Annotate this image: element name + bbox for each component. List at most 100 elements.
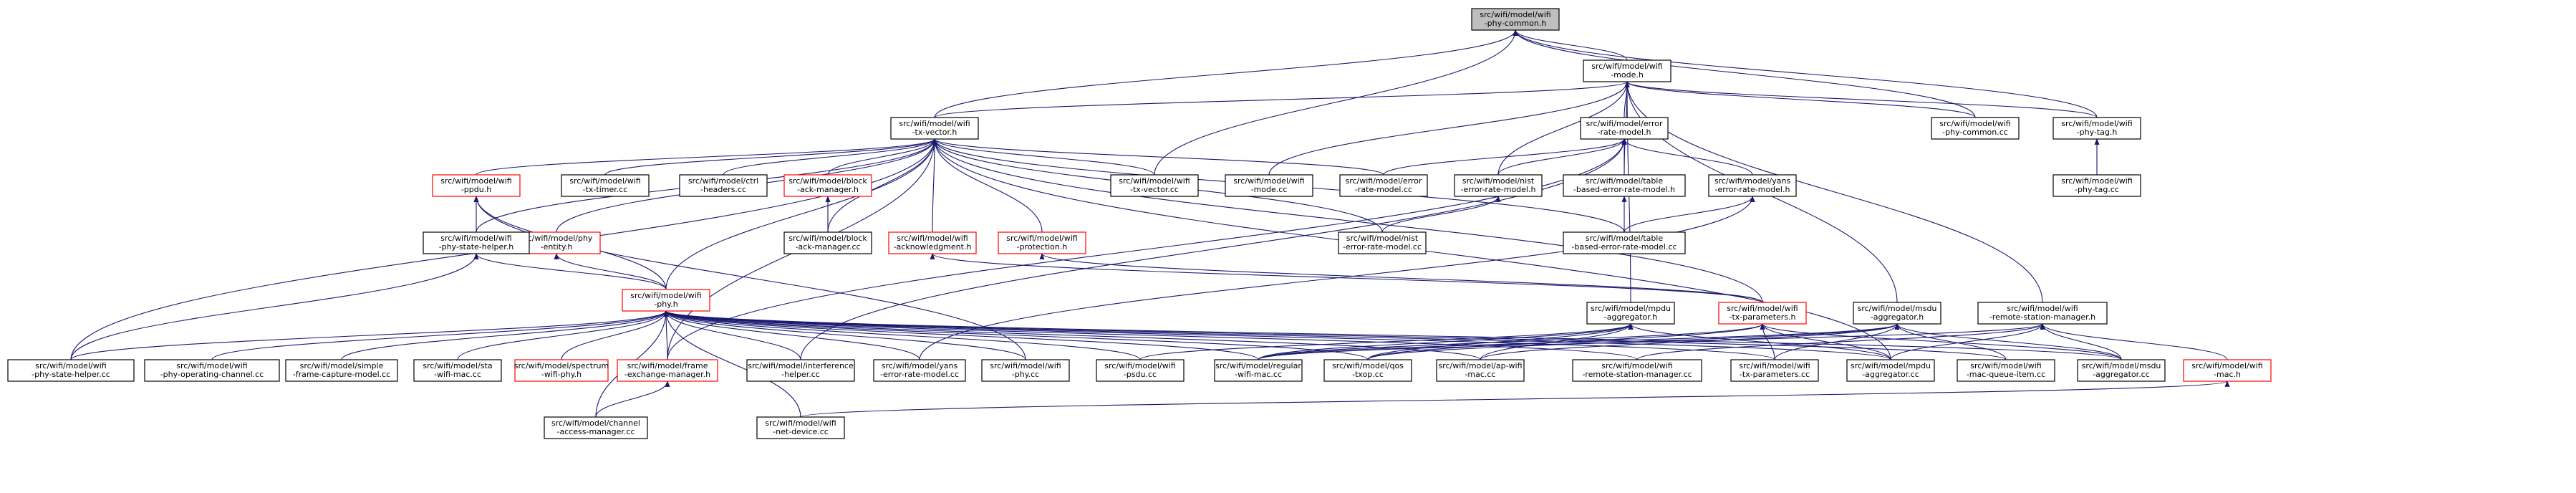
node-mac-h[interactable]: src/wifi/model/wifi-mac.h <box>2183 359 2272 382</box>
node-wifi-phy-cc[interactable]: src/wifi/model/wifi-phy.cc <box>981 359 1070 382</box>
node-ppdu-h[interactable]: src/wifi/model/wifi-ppdu.h <box>432 174 521 197</box>
node-box <box>783 174 872 197</box>
node-mpdu-aggregator-cc[interactable]: src/wifi/model/mpdu-aggregator.cc <box>1846 359 1935 382</box>
edge-qos-txop-cc-to-msdu-aggregator-h <box>1367 323 1900 360</box>
node-box <box>1718 302 1807 325</box>
node-phy-state-helper-cc[interactable]: src/wifi/model/wifi-phy-state-helper.cc <box>7 359 135 382</box>
node-simple-frame-capture-model-cc[interactable]: src/wifi/model/simple-frame-capture-mode… <box>285 359 398 382</box>
node-label-line: src/wifi/model/interference <box>748 361 854 370</box>
node-label-line: -aggregator.cc <box>1862 370 1919 379</box>
edge-remote-station-manager-cc-to-phy-h <box>663 310 1638 360</box>
node-phy-tag-h[interactable]: src/wifi/model/wifi-phy-tag.h <box>2052 117 2141 140</box>
node-yans-error-rate-model-cc[interactable]: src/wifi/model/yans-error-rate-model.cc <box>873 359 966 382</box>
node-box <box>756 416 845 439</box>
node-error-rate-model-h[interactable]: src/wifi/model/error-rate-model.h <box>1580 117 1669 140</box>
node-label-line: -headers.cc <box>700 185 746 194</box>
node-label-line: src/wifi/model/channel <box>551 418 640 428</box>
edge-msdu-aggregator-cc-to-msdu-aggregator-h <box>1894 323 2122 360</box>
node-regular-wifi-mac-cc[interactable]: src/wifi/model/regular-wifi-mac.cc <box>1214 359 1303 382</box>
node-box <box>622 289 710 312</box>
node-table-based-error-rate-model-cc[interactable]: src/wifi/model/table-based-error-rate-mo… <box>1563 231 1686 254</box>
node-ctrl-headers-cc[interactable]: src/wifi/model/ctrl-headers.cc <box>679 174 768 197</box>
node-nist-error-rate-model-h[interactable]: src/wifi/model/nist-error-rate-model.h <box>1454 174 1543 197</box>
node-mpdu-aggregator-h[interactable]: src/wifi/model/mpdu-aggregator.h <box>1586 302 1675 325</box>
node-sta-wifi-mac-cc[interactable]: src/wifi/model/sta-wifi-mac.cc <box>413 359 502 382</box>
node-phy-operating-channel-cc[interactable]: src/wifi/model/wifi-phy-operating-channe… <box>144 359 280 382</box>
node-tx-vector-cc[interactable]: src/wifi/model/wifi-tx-vector.cc <box>1110 174 1199 197</box>
node-label-line: src/wifi/model/yans <box>1714 176 1791 186</box>
node-label-line: src/wifi/model/ctrl <box>688 176 758 186</box>
node-box <box>1583 59 1671 82</box>
graph-nodes: src/wifi/model/wifi-phy-common.hsrc/wifi… <box>7 8 2272 439</box>
node-frame-exchange-manager-h[interactable]: src/wifi/model/frame-exchange-manager.h <box>617 359 718 382</box>
node-phy-state-helper-h[interactable]: src/wifi/model/wifi-phy-state-helper.h <box>423 231 530 254</box>
node-box <box>2052 117 2141 140</box>
node-ap-wifi-mac-cc[interactable]: src/wifi/model/ap-wifi-mac.cc <box>1436 359 1525 382</box>
node-nist-error-rate-model-cc[interactable]: src/wifi/model/nist-error-rate-model.cc <box>1338 231 1427 254</box>
node-msdu-aggregator-cc[interactable]: src/wifi/model/msdu-aggregator.cc <box>2077 359 2166 382</box>
node-label-line: src/wifi/model/wifi <box>2061 176 2132 186</box>
node-channel-access-manager-cc[interactable]: src/wifi/model/channel-access-manager.cc <box>544 416 648 439</box>
node-net-device-cc[interactable]: src/wifi/model/wifi-net-device.cc <box>756 416 845 439</box>
node-remote-station-manager-cc[interactable]: src/wifi/model/wifi-remote-station-manag… <box>1572 359 1702 382</box>
node-psdu-cc[interactable]: src/wifi/model/wifi-psdu.cc <box>1096 359 1185 382</box>
node-box <box>981 359 1070 382</box>
edge-msdu-aggregator-cc-to-phy-h <box>664 310 2122 360</box>
node-label-line: -phy-state-helper.h <box>439 242 514 252</box>
edge-tx-parameters-h-to-tx-vector-h <box>932 138 1763 303</box>
node-label-line: -ack-manager.h <box>797 185 859 194</box>
node-label-line: src/wifi/model/wifi <box>440 176 511 186</box>
node-interference-helper-cc[interactable]: src/wifi/model/interference-helper.cc <box>746 359 855 382</box>
node-qos-txop-cc[interactable]: src/wifi/model/qos-txop.cc <box>1323 359 1412 382</box>
node-box <box>1853 302 1941 325</box>
node-label-line: -ppdu.h <box>461 185 491 194</box>
node-tx-parameters-h[interactable]: src/wifi/model/wifi-tx-parameters.h <box>1718 302 1807 325</box>
node-box <box>2183 359 2272 382</box>
node-label-line: src/wifi/model/msdu <box>1858 304 1937 313</box>
node-mode-h[interactable]: src/wifi/model/wifi-mode.h <box>1583 59 1671 82</box>
node-box <box>890 117 979 140</box>
node-error-rate-model-cc[interactable]: src/wifi/model/error-rate-model.cc <box>1339 174 1428 197</box>
node-label-line: -wifi-mac.cc <box>434 370 481 379</box>
node-label-line: -based-error-rate-model.cc <box>1571 242 1677 252</box>
node-label-line: -mac.cc <box>1465 370 1495 379</box>
node-label-line: src/wifi/model/wifi <box>1739 361 1810 370</box>
node-box <box>679 174 768 197</box>
edge-phy-state-helper-cc-to-phy-state-helper-h <box>70 253 479 360</box>
node-remote-station-manager-h[interactable]: src/wifi/model/wifi-remote-station-manag… <box>1977 302 2108 325</box>
node-tx-parameters-cc[interactable]: src/wifi/model/wifi-tx-parameters.cc <box>1730 359 1819 382</box>
node-label-line: -error-rate-model.cc <box>1343 242 1422 252</box>
node-table-based-error-rate-model-h[interactable]: src/wifi/model/table-based-error-rate-mo… <box>1563 174 1686 197</box>
node-msdu-aggregator-h[interactable]: src/wifi/model/msdu-aggregator.h <box>1853 302 1941 325</box>
node-spectrum-wifi-phy-h[interactable]: src/wifi/model/spectrum-wifi-phy.h <box>514 359 609 382</box>
node-box <box>1323 359 1412 382</box>
node-box <box>783 231 872 254</box>
node-box <box>1471 8 1560 31</box>
node-acknowledgment-h[interactable]: src/wifi/model/wifi-acknowledgment.h <box>888 231 977 254</box>
node-mac-queue-item-cc[interactable]: src/wifi/model/wifi-mac-queue-item.cc <box>1957 359 2055 382</box>
edge-nist-error-rate-model-h-to-mode-h <box>1497 81 1630 176</box>
node-phy-tag-cc[interactable]: src/wifi/model/wifi-phy-tag.cc <box>2052 174 2141 197</box>
node-label-line: src/wifi/model/block <box>788 176 867 186</box>
node-tx-timer-cc[interactable]: src/wifi/model/wifi-tx-timer.cc <box>561 174 650 197</box>
node-label-line: src/wifi/model/qos <box>1332 361 1404 370</box>
node-label-line: -wifi-phy.h <box>541 370 582 379</box>
node-yans-error-rate-model-h[interactable]: src/wifi/model/yans-error-rate-model.h <box>1708 174 1797 197</box>
node-label-line: src/wifi/model/phy <box>521 234 593 243</box>
node-box <box>1563 174 1686 197</box>
node-label-line: src/wifi/model/ap-wifi <box>1438 361 1522 370</box>
node-box <box>1436 359 1525 382</box>
edge-regular-wifi-mac-cc-to-msdu-aggregator-h <box>1258 323 1900 360</box>
node-phy-common-cc[interactable]: src/wifi/model/wifi-phy-common.cc <box>1931 117 2020 140</box>
edge-phy-common-cc-to-phy-common-h <box>1513 29 1976 118</box>
edge-channel-access-manager-cc-to-frame-exchange-manager-h <box>595 380 670 418</box>
node-tx-vector-h[interactable]: src/wifi/model/wifi-tx-vector.h <box>890 117 979 140</box>
edge-qos-txop-cc-to-mpdu-aggregator-h <box>1367 323 1634 360</box>
edge-wifi-phy-cc-to-phy-h <box>663 310 1026 360</box>
node-block-ack-manager-h[interactable]: src/wifi/model/block-ack-manager.h <box>783 174 872 197</box>
node-protection-h[interactable]: src/wifi/model/wifi-protection.h <box>998 231 1086 254</box>
node-phy-h[interactable]: src/wifi/model/wifi-phy.h <box>622 289 710 312</box>
edge-ap-wifi-mac-cc-to-mpdu-aggregator-h <box>1480 323 1634 360</box>
node-mode-cc[interactable]: src/wifi/model/wifi-mode.cc <box>1225 174 1313 197</box>
node-block-ack-manager-cc[interactable]: src/wifi/model/block-ack-manager.cc <box>783 231 872 254</box>
